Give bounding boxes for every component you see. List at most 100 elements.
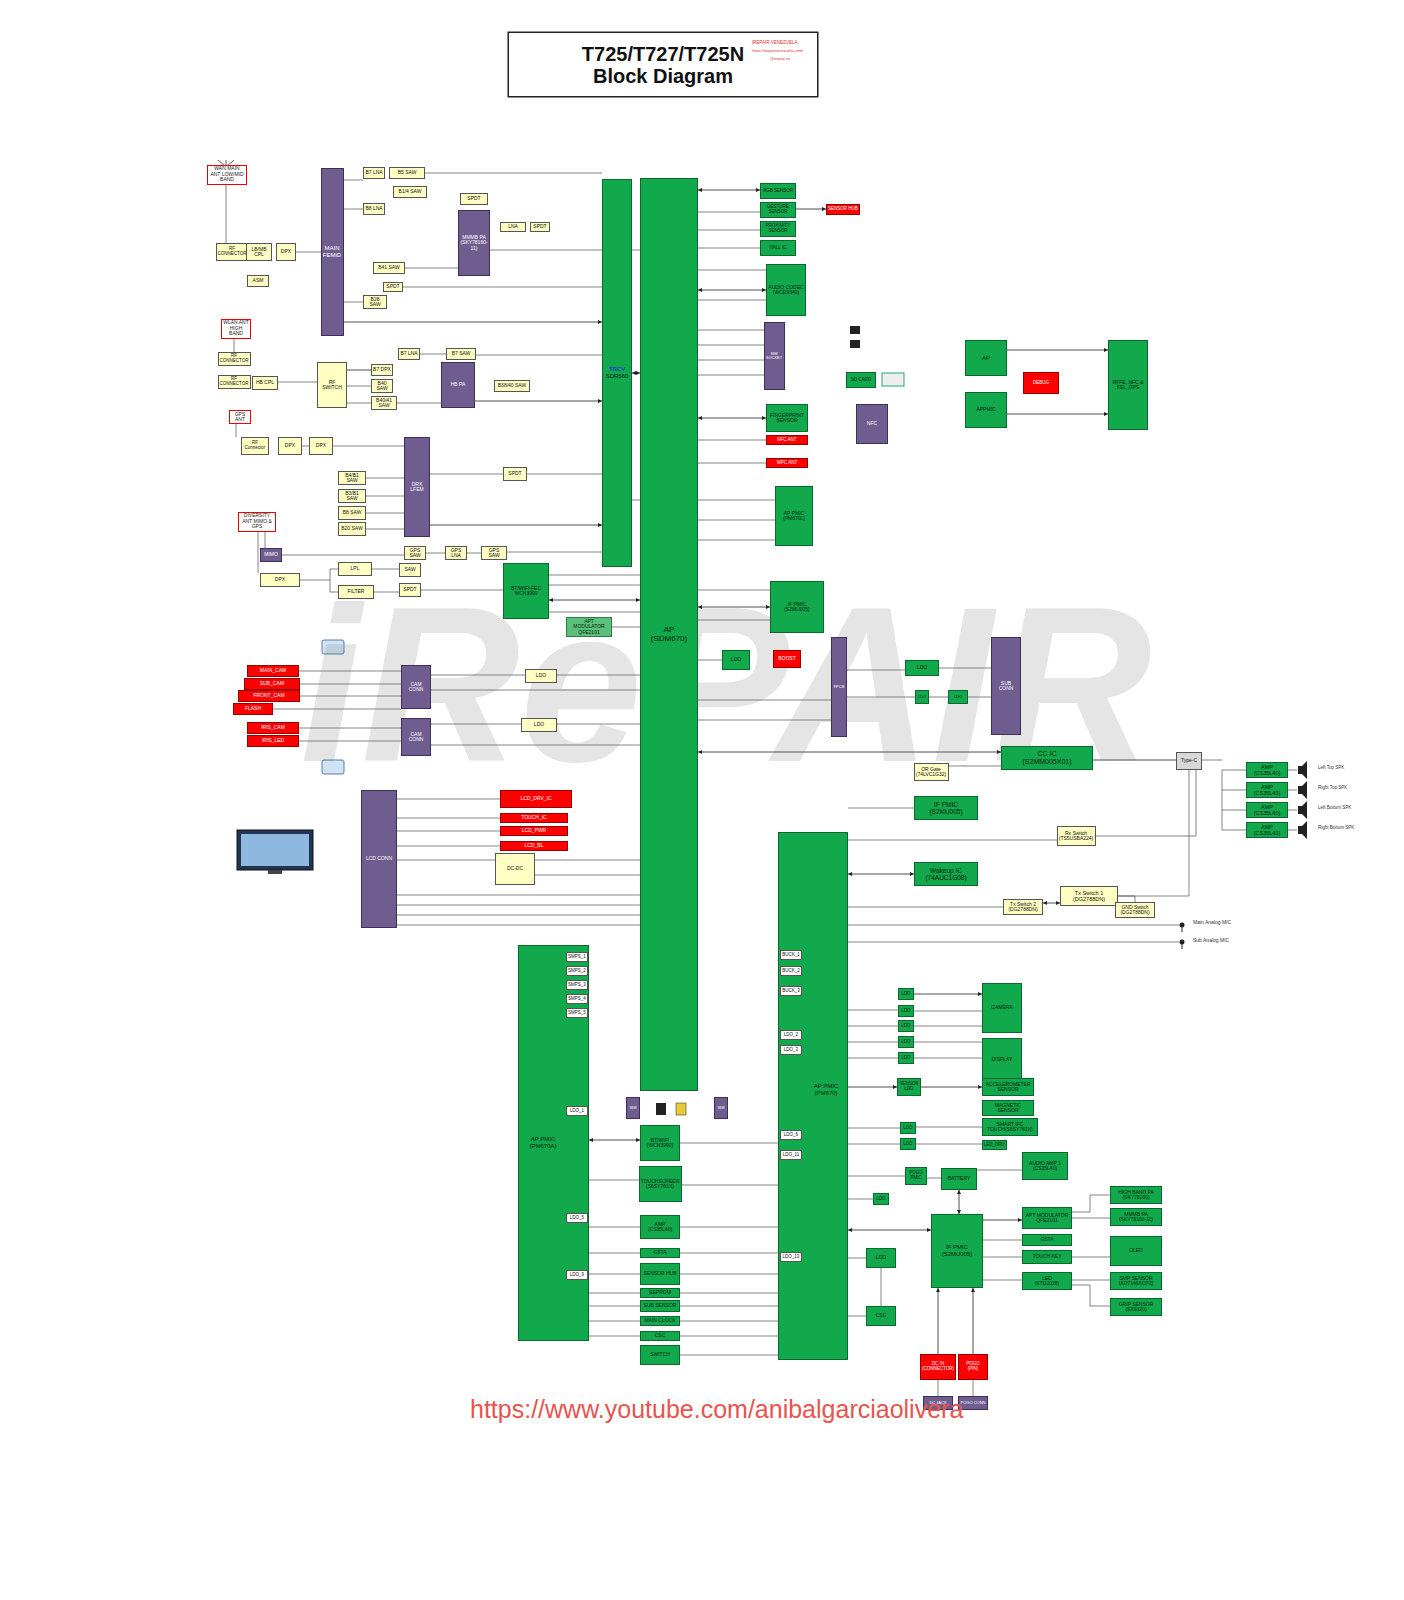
signal-connector [430, 525, 602, 526]
node-text: RF Connector [243, 441, 267, 451]
connector-block: NFC [856, 404, 888, 444]
external-part: WPC ANT [766, 458, 808, 468]
signal-connector [796, 209, 826, 210]
node-text: ASM [253, 278, 264, 284]
node-text: SD CARD [851, 378, 871, 383]
chip-block: RGB SENSOR [760, 183, 796, 199]
rf-component: B38/40 SAW [494, 380, 530, 392]
label-text: Left Bottom SPK [1318, 806, 1351, 811]
node-text: FILTER [348, 589, 365, 595]
node-text: DPX [316, 443, 326, 449]
signal-connector [983, 1220, 1022, 1221]
node-text: GPS SAW [406, 548, 424, 559]
chip-block: FINGERPRINT SENSOR [766, 404, 808, 432]
node-text: DEBUG [1033, 381, 1049, 386]
external-part: NFC ANT [766, 435, 808, 445]
node-text: (CS35L40) [1033, 1166, 1057, 1172]
node-text: (S2MM005X01) [1022, 758, 1071, 766]
node-text: SUB_CAM [260, 681, 284, 687]
node-text: IF PMIC [934, 801, 958, 808]
chip-block: AMP(CS35L40) [1246, 822, 1288, 838]
rf-component: FILTER [338, 585, 374, 599]
node-text: HB PA [451, 382, 466, 388]
node-text: BUCK_1 [782, 953, 800, 958]
connector-block: SIM [626, 1097, 640, 1119]
rf-component: GND Switch(DG2788DN) [1115, 902, 1155, 918]
node-text: GSTA [1040, 1237, 1053, 1243]
connector-block: DRX LFEM [404, 437, 430, 537]
node-text: EEPROM [649, 1290, 671, 1296]
node-text: SENSOR HUB [643, 1271, 676, 1277]
label-text: Left Top SPK [1318, 766, 1344, 771]
node-text: SIM SOCKET [766, 352, 783, 361]
rf-component: DPX [276, 243, 296, 261]
rf-component: SPDT [383, 282, 403, 292]
node-text: RF CONNECTOR [220, 354, 249, 364]
signal-connector [848, 874, 914, 875]
node-text: TOUCH KEY [1032, 1254, 1061, 1260]
chip-block: APPMIC [965, 392, 1007, 428]
node-text: B7 LNA [400, 351, 417, 357]
rail-box: SMPS_3 [566, 980, 588, 990]
rf-component: B28 SAW [363, 295, 387, 309]
rf-component: ASM [247, 275, 269, 287]
external-part: DEBUG [1023, 372, 1059, 394]
rf-component: SPDT [530, 222, 550, 232]
chip-block: SWITCH [640, 1345, 680, 1365]
chip-block: AMP(CS35L40) [1246, 762, 1288, 778]
node-text: LDO_3 [784, 1048, 798, 1053]
node-text: FLASH [245, 706, 261, 712]
node-text: MAIN CLOCK [644, 1318, 675, 1324]
chip-block: LDO [915, 690, 929, 704]
node-text: RGB SENSOR [763, 189, 793, 194]
connector-block: MAIN FEMiD [321, 168, 344, 336]
chip-block: SENSOR LDO [897, 1078, 921, 1096]
node-text: RF CONNECTOR [220, 377, 249, 387]
rf-component: OR Gate(74LVC1G32) [914, 763, 949, 781]
external-part: DC IN(CONNECTOR) [920, 1354, 956, 1380]
rf-component: LDO [521, 718, 557, 732]
node-text: B41 SAW [378, 265, 400, 271]
node-text: (AD7146ACPZ) [1119, 1281, 1154, 1287]
rail-box: LDO_11 [780, 1150, 802, 1160]
chip-block: BATTERY [941, 1168, 977, 1190]
node-text: (SKY78160-11) [460, 240, 488, 251]
node-text: GPS LNA [447, 548, 465, 559]
signal-connector [959, 1190, 960, 1214]
chip-block: LED_DRV [982, 1140, 1007, 1150]
display-screen [241, 834, 309, 866]
text-holder: AP PMIC(PM670) [805, 1083, 847, 1097]
antenna-box: WAN MAIN ANT LOW/MID BAND [207, 165, 247, 185]
node-text: LDO_5 [570, 1216, 584, 1221]
node-text: B40/41 SAW [373, 398, 395, 409]
rf-component: RF Connector [241, 437, 269, 455]
node-text: HB CPL [256, 380, 274, 386]
rf-component: B8 LNA [363, 203, 385, 215]
label-text: Sub Analog MIC [1193, 938, 1229, 944]
chip-block: MMMB PA(SKY78160-11) [1110, 1208, 1162, 1226]
rf-component: LDO [525, 669, 557, 683]
rf-component: B7 DPX [371, 364, 393, 376]
signal-connector [698, 290, 766, 291]
node-text: SMPS_4 [568, 997, 586, 1002]
signal-connector [1043, 903, 1060, 904]
node-text: POGO PMIC [907, 1171, 925, 1181]
node-text: B8 LNA [365, 206, 382, 212]
node-text: AMP [1261, 764, 1273, 770]
title-frame [508, 32, 818, 97]
node-text: BUCK_2 [782, 969, 800, 974]
node-text: WAN MAIN ANT LOW/MID BAND [209, 166, 245, 183]
node-text: (DG2788DN) [1120, 910, 1149, 916]
connector-block: LCD CONN [361, 790, 397, 928]
antenna-box: WLAN ANT HIGH BAND [221, 319, 251, 339]
node-text: B7 LNA [365, 170, 382, 176]
rf-wires [226, 173, 640, 627]
node-text: (74AUC1G08) [925, 874, 966, 881]
node-text: LCD_BL [525, 843, 544, 849]
node-text: LPL [351, 566, 360, 572]
rail-box: BUCK_2 [780, 966, 802, 976]
display-stand [268, 870, 282, 874]
connector-block: MMMB PA(SKY78160-11) [458, 210, 490, 276]
chip-block: Wakeup IC(74AUC1G08) [914, 862, 978, 886]
